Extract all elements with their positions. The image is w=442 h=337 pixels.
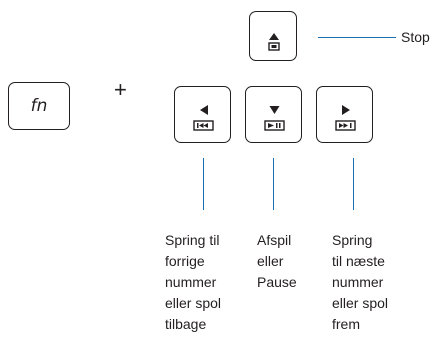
next-track-key[interactable] [316, 86, 373, 143]
eject-stop-icon [268, 33, 280, 51]
next-label: Spring til næste nummer eller spol frem [332, 232, 389, 332]
previous-track-key[interactable] [174, 86, 231, 143]
play-pause-leader-line [273, 158, 275, 210]
fn-key[interactable]: fn [8, 82, 70, 130]
play-pause-label: Afspil eller Pause [257, 232, 297, 290]
previous-leader-line [203, 158, 205, 210]
next-track-icon [335, 105, 356, 131]
fn-key-label: fn [30, 96, 48, 116]
next-leader-line [353, 158, 355, 210]
stop-key[interactable] [249, 11, 297, 61]
play-pause-key[interactable] [245, 86, 302, 143]
stop-leader-line [318, 36, 396, 38]
play-pause-icon [264, 106, 285, 131]
stop-label: Stop [401, 29, 430, 45]
previous-label: Spring til forrige nummer eller spol til… [165, 232, 222, 332]
plus-symbol: + [114, 77, 127, 102]
previous-track-icon [193, 105, 214, 131]
